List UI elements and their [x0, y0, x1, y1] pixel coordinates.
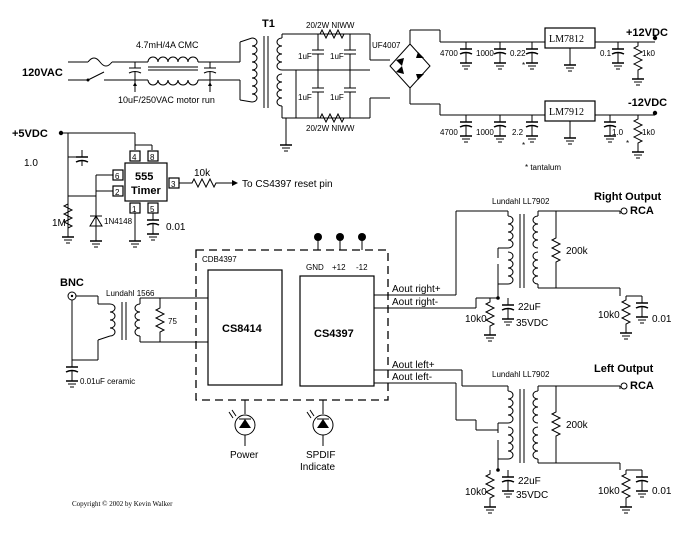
pin2: 2: [115, 188, 120, 197]
left-c001-label: 0.01: [652, 486, 672, 497]
pos-c2-label: 1000: [476, 49, 494, 58]
right-r200-label: 200k: [566, 246, 589, 257]
cap-d-label: 1uF: [330, 93, 344, 102]
right-rca-connector: [620, 207, 628, 215]
left-rca-connector: [620, 382, 628, 390]
cs4397-chip: [299, 275, 375, 387]
plus12-pin-label: +12: [332, 263, 346, 272]
aout-right-plus-label: Aout right+: [392, 284, 441, 295]
board-label: CDB4397: [202, 255, 237, 264]
timer-chip-label2: Timer: [131, 185, 161, 197]
cs8414-chip: [207, 269, 283, 386]
fuse-symbol: [87, 57, 113, 67]
neg-c2-label: 1000: [476, 128, 494, 137]
cmc-coil-top: [147, 56, 199, 63]
cap-b-label: 1uF: [330, 52, 344, 61]
spdif-led-label1: SPDIF: [306, 450, 335, 461]
motor-cap-label: 10uF/250VAC motor run: [118, 95, 215, 105]
timer-555-chip: [124, 162, 168, 202]
input-transformer-label: Lundahl 1566: [106, 289, 155, 298]
cs8414-label: CS8414: [222, 323, 263, 335]
copyright-text: Copyright © 2002 by Kevin Walker: [72, 500, 173, 508]
pos-r-label: 1k0: [642, 49, 655, 58]
pos-c3-label: 0.22: [510, 49, 526, 58]
right-cap22-label: 22uF: [518, 302, 541, 313]
pin6: 6: [115, 172, 120, 181]
rectifier-label: UF4007: [372, 41, 401, 50]
diode-1n4148: [89, 215, 103, 227]
minus12-output-label: -12VDC: [628, 97, 667, 109]
neg-star2: *: [626, 139, 629, 148]
pin1: 1: [132, 205, 137, 214]
pin5: 5: [150, 205, 155, 214]
ac-input-label: 120VAC: [22, 67, 63, 79]
left-xfmr-label: Lundahl LL7902: [492, 370, 550, 379]
timer-cap1-label: 1.0: [24, 158, 38, 169]
right-xfmr-label: Lundahl LL7902: [492, 197, 550, 206]
cmc-coil-bottom: [147, 79, 199, 86]
right-v35-label: 35VDC: [516, 318, 548, 329]
power-supply: 120VAC 4.7mH/4A CMC 10uF/250VAC motor ru…: [22, 18, 668, 172]
left-v35-label: 35VDC: [516, 490, 548, 501]
power-led-label: Power: [230, 450, 259, 461]
left-output-title: Left Output: [594, 363, 654, 375]
left-cap22-label: 22uF: [518, 476, 541, 487]
left-rca-label: RCA: [630, 380, 654, 392]
tantalum-note: * tantalum: [525, 163, 561, 172]
cap-a-label: 1uF: [298, 52, 312, 61]
right-rca-label: RCA: [630, 205, 654, 217]
power-switch: [87, 71, 105, 81]
cap-c-label: 1uF: [298, 93, 312, 102]
gnd-pin-label: GND: [306, 263, 324, 272]
bnc-cap-label: 0.01uF ceramic: [80, 377, 135, 386]
termination-label: 75: [168, 317, 177, 326]
right-r10-2-label: 10k0: [598, 310, 620, 321]
cs4397-label: CS4397: [314, 328, 354, 340]
neg-c4-label: 1.0: [612, 128, 624, 137]
left-r10-2-label: 10k0: [598, 486, 620, 497]
neg-r-label: 1k0: [642, 128, 655, 137]
bnc-label: BNC: [60, 277, 84, 289]
pin8: 8: [150, 153, 155, 162]
digital-section: BNC Lundahl 1566 75 0.01uF ceramic CDB43…: [60, 233, 389, 473]
cmc-label: 4.7mH/4A CMC: [136, 40, 199, 50]
plus5-supply-label: +5VDC: [12, 128, 48, 140]
neg-c3-label: 2.2: [512, 128, 524, 137]
pin3: 3: [171, 180, 176, 189]
timer-cap2-label: 0.01: [166, 222, 186, 233]
res-top-label: 20/2W NIWW: [306, 21, 355, 30]
spdif-led-label2: Indicate: [300, 462, 335, 473]
cdb4397-board: [195, 249, 389, 401]
pos-star: *: [522, 61, 525, 70]
timer-circuit: +5VDC 1.0 555 Timer 4 8 6 2 3 1 5 1M 1N4…: [12, 128, 333, 248]
pos-c4-label: 0.1: [600, 49, 612, 58]
timer-r1-label: 1M: [52, 218, 66, 229]
res-bot-label: 20/2W NIWW: [306, 124, 355, 133]
aout-right-minus-label: Aout right-: [392, 297, 438, 308]
t1-label: T1: [262, 18, 275, 30]
right-output-title: Right Output: [594, 191, 662, 203]
left-r10-1-label: 10k0: [465, 487, 487, 498]
pos-c1-label: 4700: [440, 49, 458, 58]
minus12-pin-label: -12: [356, 263, 368, 272]
right-r10-1-label: 10k0: [465, 314, 487, 325]
timer-target-label: To CS4397 reset pin: [242, 179, 333, 190]
timer-chip-label: 555: [135, 171, 153, 183]
lm7812-label: LM7812: [549, 34, 584, 45]
aout-left-minus-label: Aout left-: [392, 372, 432, 383]
left-r200-label: 200k: [566, 420, 589, 431]
lm7912-label: LM7912: [549, 107, 584, 118]
pin4: 4: [132, 153, 137, 162]
output-section: Right Output Lundahl LL7902 RCA Aout rig…: [374, 191, 672, 514]
bridge-rectifier: [389, 43, 431, 89]
neg-c1-label: 4700: [440, 128, 458, 137]
neg-star1: *: [522, 141, 525, 150]
plus12-output-label: +12VDC: [626, 27, 668, 39]
right-c001-label: 0.01: [652, 314, 672, 325]
timer-diode-label: 1N4148: [104, 217, 133, 226]
timer-resistor-label: 10k: [194, 168, 211, 179]
aout-left-plus-label: Aout left+: [392, 360, 435, 371]
